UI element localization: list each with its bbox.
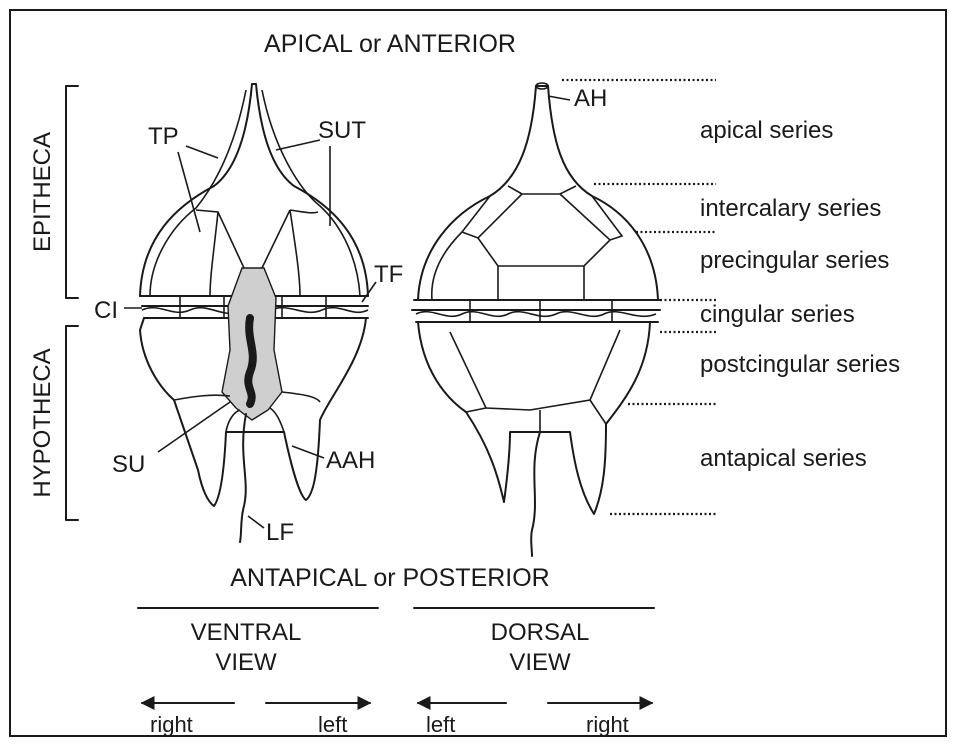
series-precingular: precingular series xyxy=(700,247,889,274)
series-intercalary: intercalary series xyxy=(700,195,881,222)
ah-label: AH xyxy=(574,85,607,112)
ah-callout-line xyxy=(548,96,570,100)
tf-label: TF xyxy=(374,261,403,288)
antapical-posterior-label: ANTAPICAL or POSTERIOR xyxy=(230,564,550,592)
dorsal-right-direction: right xyxy=(586,712,629,737)
series-postcingular: postcingular series xyxy=(700,351,900,378)
epitheca-label: EPITHECA xyxy=(29,132,56,252)
su-label: SU xyxy=(112,451,145,478)
ventral-right-direction: right xyxy=(150,712,193,737)
series-apical: apical series xyxy=(700,117,833,144)
sut-label: SUT xyxy=(318,117,366,144)
hypotheca-label: HYPOTHECA xyxy=(29,348,56,497)
ventral-left-direction: left xyxy=(318,712,347,737)
tp-label: TP xyxy=(148,123,179,150)
apical-anterior-label: APICAL or ANTERIOR xyxy=(264,30,516,58)
dorsal-cell xyxy=(412,83,660,556)
dorsal-left-direction: left xyxy=(426,712,455,737)
epitheca-bracket: EPITHECA xyxy=(29,86,78,298)
series-antapical: antapical series xyxy=(700,445,867,472)
dorsal-view-line2: VIEW xyxy=(509,649,571,676)
ventral-view-line1: VENTRAL xyxy=(191,619,302,646)
aah-label: AAH xyxy=(326,447,375,474)
ci-label: CI xyxy=(94,297,118,324)
ventral-view-line2: VIEW xyxy=(215,649,277,676)
series-cingular: cingular series xyxy=(700,301,855,328)
series-dividers xyxy=(562,80,716,514)
hypotheca-bracket: HYPOTHECA xyxy=(29,326,78,520)
lf-label: LF xyxy=(266,519,294,546)
dorsal-view-line1: DORSAL xyxy=(491,619,590,646)
